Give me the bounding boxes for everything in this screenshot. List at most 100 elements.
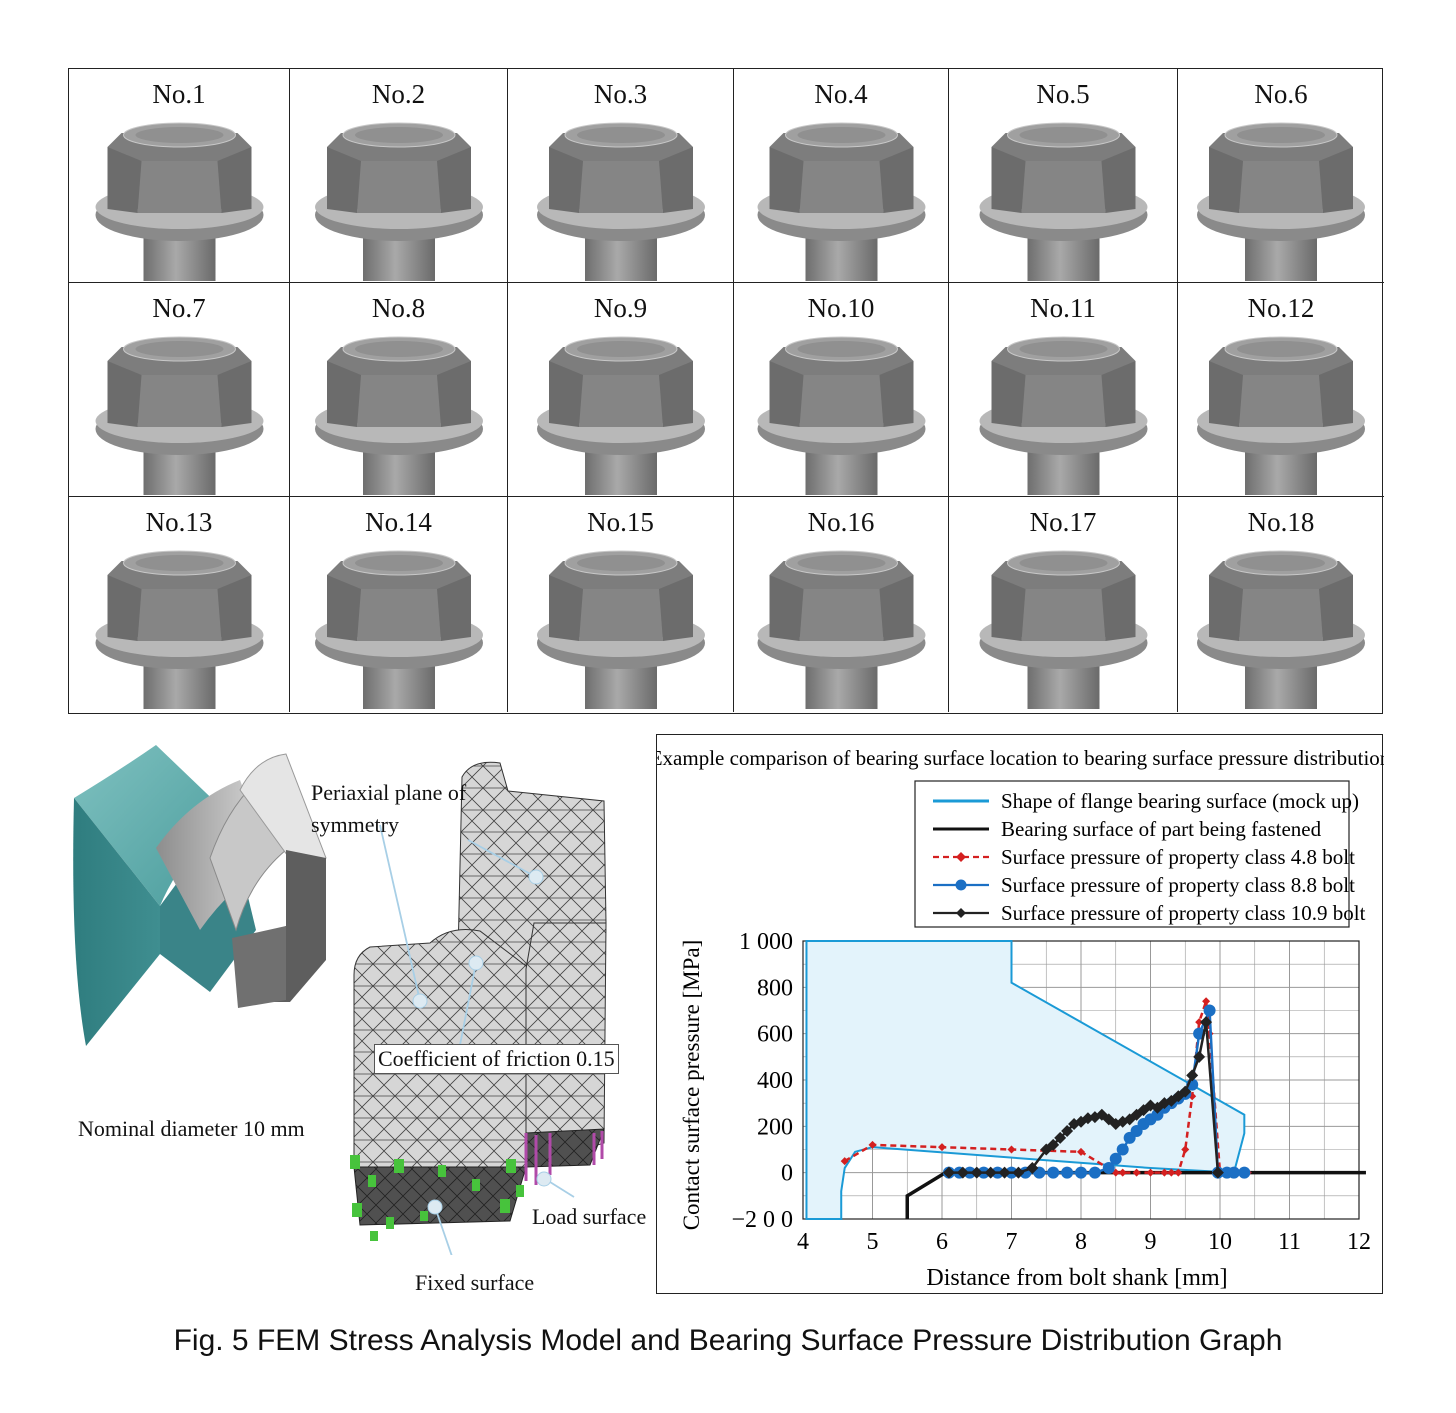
nut-cell: No.3 [508,69,734,283]
nut-cell: No.18 [1178,497,1384,712]
data-point [868,1140,877,1149]
data-point [1203,1004,1216,1017]
nut-cell: No.8 [290,283,508,497]
data-point [1188,1092,1197,1101]
data-point [1061,1124,1074,1137]
nut-label: No.15 [587,507,654,537]
data-point [1144,1099,1157,1112]
data-point [1165,1094,1178,1107]
data-point [1193,1050,1206,1063]
y-tick-label: 0 [781,1161,793,1187]
nut-label: No.16 [807,507,875,537]
load-arrows [524,1131,604,1185]
nut-label: No.17 [1029,507,1097,537]
nut-label: No.7 [152,293,206,323]
nut-cell: No.2 [290,69,508,283]
nut-label: No.9 [593,293,648,323]
nut-label: No.10 [807,293,875,323]
nut-cell: No.13 [69,497,290,712]
nut-cell: No.10 [734,283,949,497]
flange-nut-image [757,336,926,495]
x-tick-label: 8 [1075,1229,1087,1255]
data-point [1102,1162,1115,1175]
data-point [1026,1162,1039,1175]
data-point [1227,1166,1240,1179]
data-point [1172,1090,1185,1103]
data-point [1102,1113,1115,1126]
nut-label: No.14 [365,507,432,537]
data-point [1111,1168,1120,1177]
data-point [1160,1168,1169,1177]
data-point [1181,1145,1190,1154]
nut-label: No.8 [371,293,426,323]
data-point [1132,1168,1141,1177]
pressure-distribution-chart: Example comparison of bearing surface lo… [657,746,1384,1291]
legend-box [914,780,1350,928]
teal-washer-top [74,745,228,906]
chart-title: Example comparison of bearing surface lo… [657,746,1384,770]
y-tick-label: 600 [757,1022,793,1048]
legend-label: Shape of flange bearing surface (mock up… [1001,789,1359,813]
head-front [232,926,286,1008]
flange-nut-image [757,550,926,709]
data-point [1200,1016,1213,1029]
nut-cell: No.11 [949,283,1178,497]
data-point [1195,1018,1204,1027]
bolt-segment-3d-model [73,745,327,1046]
data-point [998,1166,1011,1179]
data-point [1075,1166,1087,1179]
data-point [1109,1152,1122,1165]
pressure-distribution-chart-panel: Example comparison of bearing surface lo… [656,734,1384,1294]
callout-dots [412,869,552,1215]
nut-cell: No.16 [734,497,949,712]
data-point [1116,1143,1129,1156]
flange-nut-image [979,122,1148,281]
data-point [1186,1069,1199,1082]
x-tick-label: 5 [867,1229,879,1255]
data-point [1012,1166,1025,1179]
data-point [1118,1168,1127,1177]
flange-nut-image [95,336,264,495]
flange-nut-image [537,122,705,281]
data-point [938,1143,946,1152]
nut-cell: No.12 [1178,283,1384,497]
data-point [1054,1131,1067,1144]
figure-caption: Fig. 5 FEM Stress Analysis Model and Bea… [173,1324,1283,1357]
nut-label: No.12 [1247,293,1315,323]
x-tick-label: 12 [1347,1229,1371,1255]
mesh-step-face [525,1128,605,1168]
data-point [1088,1166,1101,1179]
nut-label: No.13 [145,507,213,537]
nut-cell: No.7 [69,283,290,497]
nut-label: No.11 [1030,293,1096,323]
data-point [840,1157,849,1166]
flange-nut-image [979,550,1148,709]
legend-label: Surface pressure of property class 8.8 b… [1001,873,1355,897]
data-point [1068,1118,1081,1131]
data-point [956,1166,969,1179]
x-tick-label: 4 [797,1229,809,1255]
legend-marker [956,852,966,862]
flange-nut-image [95,122,264,281]
flange-nut-image [757,122,926,281]
flange-nut-image [979,336,1148,495]
x-tick-label: 9 [1145,1229,1157,1255]
nut-cell: No.15 [508,497,734,712]
data-point [1238,1166,1251,1179]
periaxial-plane-label: Periaxial plane of [311,780,467,805]
nut-cell: No.5 [949,69,1178,283]
x-tick-label: 11 [1278,1229,1301,1255]
nut-cell: No.17 [949,497,1178,712]
data-point [1137,1104,1150,1117]
legend-marker [955,879,967,891]
data-point [1179,1085,1192,1098]
data-point [1146,1168,1155,1177]
flange-nut-image [315,122,483,281]
nut-label: No.3 [593,79,648,109]
data-point [970,1166,983,1179]
legend-marker [956,908,966,918]
nut-label: No.2 [371,79,426,109]
data-point [1158,1097,1171,1110]
fixed-surface-label: Fixed surface [415,1270,535,1295]
x-tick-label: 10 [1208,1229,1232,1255]
